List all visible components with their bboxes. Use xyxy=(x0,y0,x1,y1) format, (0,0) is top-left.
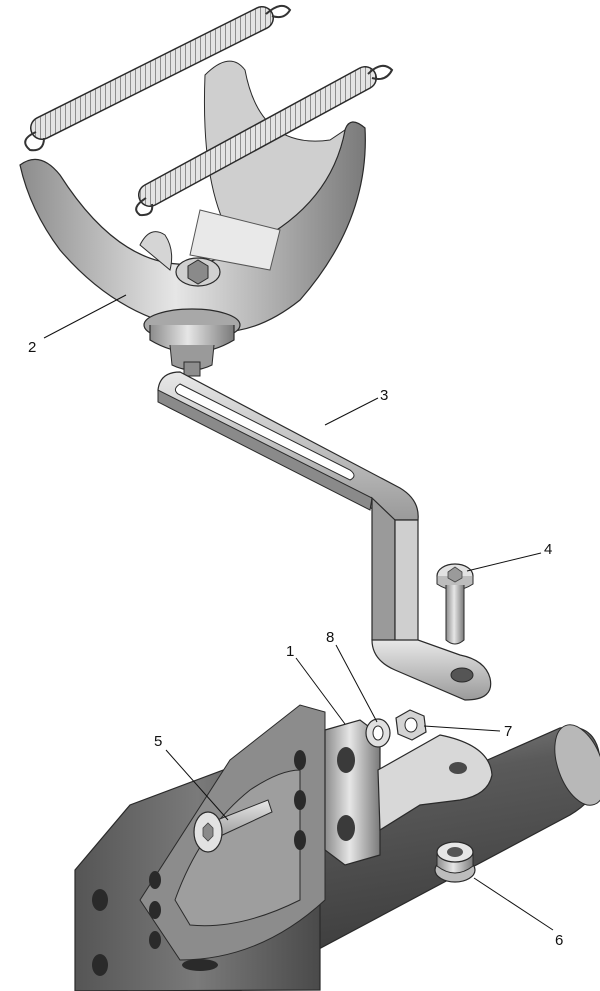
nut-part-7 xyxy=(395,709,427,741)
leader-lines xyxy=(43,294,554,931)
clamp-block-part-1 xyxy=(324,719,493,866)
leader-2 xyxy=(43,294,127,339)
bolt-part-4 xyxy=(436,563,474,645)
hanger-cradle-part-2 xyxy=(19,60,366,377)
callout-3: 3 xyxy=(380,387,388,404)
callout-1: 1 xyxy=(286,643,294,660)
leader-7 xyxy=(423,725,501,732)
callout-6: 6 xyxy=(555,932,563,949)
bolt-part-5 xyxy=(193,799,273,853)
callout-8: 8 xyxy=(326,629,334,646)
leader-6 xyxy=(473,877,554,931)
callout-2: 2 xyxy=(28,339,36,356)
callout-labels: 1 2 3 4 5 6 7 8 xyxy=(28,339,563,949)
callout-7: 7 xyxy=(504,723,512,740)
slotted-bracket-part-3 xyxy=(157,371,492,701)
leader-3 xyxy=(324,397,379,426)
callout-5: 5 xyxy=(154,733,162,750)
spring-top xyxy=(24,4,292,152)
washer-part-8 xyxy=(365,718,391,748)
spring-bottom xyxy=(135,64,394,217)
leader-1 xyxy=(295,657,346,725)
leader-8 xyxy=(335,644,378,723)
callout-4: 4 xyxy=(544,541,552,558)
leader-5 xyxy=(165,749,229,821)
leader-4 xyxy=(466,552,542,572)
side-plate xyxy=(74,704,326,991)
flange-nut-part-6 xyxy=(434,841,476,883)
